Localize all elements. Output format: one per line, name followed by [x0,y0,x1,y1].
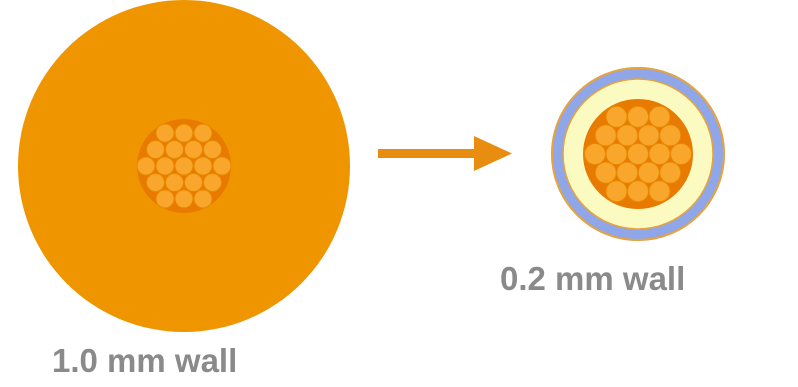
thin-wire-strand [627,105,649,128]
thin-outer-ring-outline [551,67,725,241]
thick-wire-strand [174,156,194,176]
thin-wire-strand [627,180,649,203]
thick-wire-strand [193,123,213,143]
thick-wire-strand [136,156,156,176]
thin-wall-wire-cross-section [551,67,725,241]
thin-wire-strand [605,143,628,165]
thick-wire-strand [174,189,194,209]
thin-wire-strand [648,105,671,128]
arrow-shaft [378,149,478,158]
thick-wall-wire-cross-section [18,0,350,332]
thin-wire-strand [605,105,628,128]
thin-wire-strand [659,161,682,184]
thick-wire-strand [184,172,203,192]
thin-wire-strand [648,180,671,203]
thick-wall-caption: 1.0 mm wall [52,342,238,379]
thick-wire-strand [174,123,194,143]
thick-wire-strand [155,189,175,209]
thick-wire-strand [184,140,203,160]
thin-wire-strand [648,143,671,165]
arrow-head [474,136,512,171]
thin-wire-strand [659,124,682,147]
thin-wire-strand [594,124,617,147]
thick-wire-strand [146,172,165,192]
thick-wire-strand [155,156,175,176]
thin-wire-strand [616,161,639,184]
thick-wire-strand [146,140,165,160]
thick-wire-strand [155,123,175,143]
thin-wire-strand [670,143,692,165]
thin-wire-strand [584,143,606,165]
thin-wire-strand [616,124,639,147]
thick-wire-strands [136,123,232,209]
thin-wall-caption: 0.2 mm wall [500,260,686,297]
thick-wire-strand [203,172,222,192]
thin-wire-strand [605,180,628,203]
thin-wire-strand [637,124,660,147]
transition-arrow [378,136,512,171]
thin-wire-strands [584,105,692,203]
thick-wire-strand [165,140,184,160]
thick-wire-strand [165,172,184,192]
thin-wire-strand [627,143,649,165]
thick-wire-strand [193,189,213,209]
thick-wire-strand [203,140,222,160]
thin-wire-strand [637,161,660,184]
thin-wire-strand [594,161,617,184]
thin-insulation-outline [562,78,714,230]
thick-wire-strand [212,156,232,176]
thick-wire-strand [193,156,213,176]
